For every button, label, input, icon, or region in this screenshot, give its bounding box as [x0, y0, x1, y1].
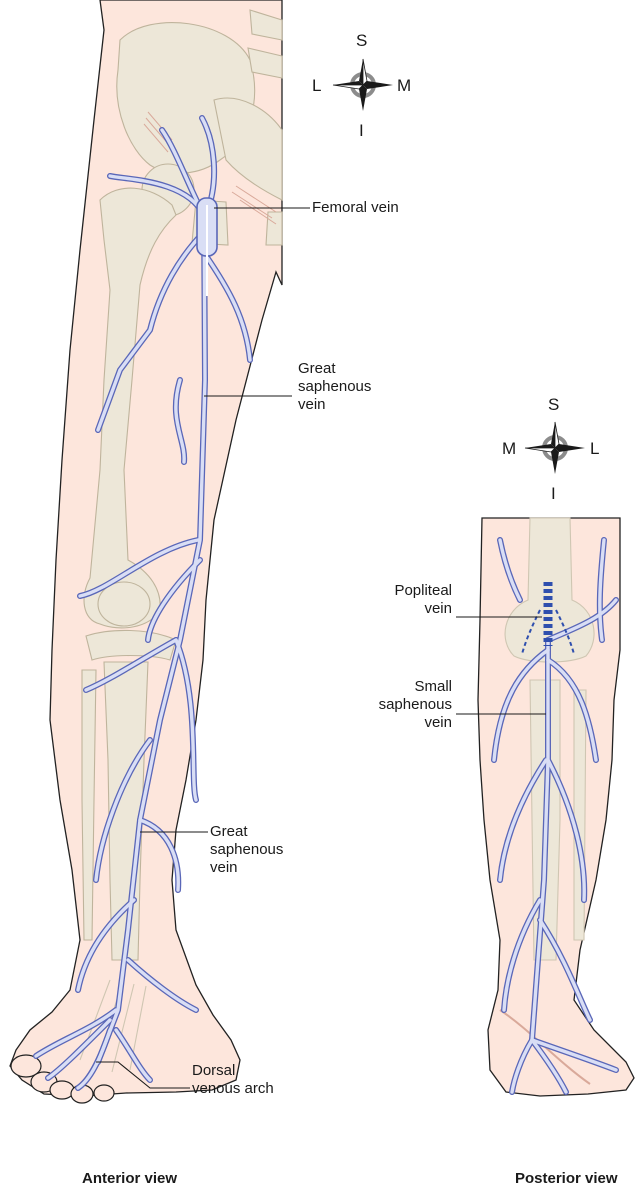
compass-posterior-left: M — [502, 439, 516, 459]
compass-anterior-right: M — [397, 76, 411, 96]
label-small-saphenous-vein-line3: vein — [352, 714, 452, 732]
label-popliteal-vein-line1: Popliteal — [360, 582, 452, 600]
label-great-saphenous-upper-line1: Great — [298, 360, 371, 378]
label-great-saphenous-lower-line2: saphenous — [210, 841, 283, 859]
label-great-saphenous-upper-line3: vein — [298, 396, 371, 414]
label-great-saphenous-lower-line1: Great — [210, 823, 283, 841]
compass-anterior — [333, 59, 393, 111]
label-dorsal-venous-arch-line1: Dorsal — [192, 1062, 274, 1080]
label-popliteal-vein: Popliteal vein — [360, 582, 452, 618]
compass-posterior-top: S — [548, 395, 559, 415]
compass-anterior-left: L — [312, 76, 321, 96]
label-femoral-vein: Femoral vein — [312, 199, 399, 217]
label-dorsal-venous-arch-line2: venous arch — [192, 1080, 274, 1098]
label-great-saphenous-upper: Great saphenous vein — [298, 360, 371, 414]
label-small-saphenous-vein-line2: saphenous — [352, 696, 452, 714]
posterior-leg — [478, 518, 634, 1096]
label-small-saphenous-vein-line1: Small — [352, 678, 452, 696]
label-great-saphenous-lower: Great saphenous vein — [210, 823, 283, 877]
anterior-leg — [10, 0, 282, 1103]
caption-anterior-view: Anterior view — [82, 1170, 177, 1187]
compass-posterior — [525, 422, 585, 474]
compass-posterior-bottom: I — [551, 484, 556, 504]
compass-anterior-bottom: I — [359, 121, 364, 141]
caption-posterior-view: Posterior view — [515, 1170, 618, 1187]
compass-anterior-top: S — [356, 31, 367, 51]
label-great-saphenous-lower-line3: vein — [210, 859, 283, 877]
label-small-saphenous-vein: Small saphenous vein — [352, 678, 452, 732]
label-popliteal-vein-line2: vein — [360, 600, 452, 618]
label-dorsal-venous-arch: Dorsal venous arch — [192, 1062, 274, 1098]
label-great-saphenous-upper-line2: saphenous — [298, 378, 371, 396]
compass-posterior-right: L — [590, 439, 599, 459]
